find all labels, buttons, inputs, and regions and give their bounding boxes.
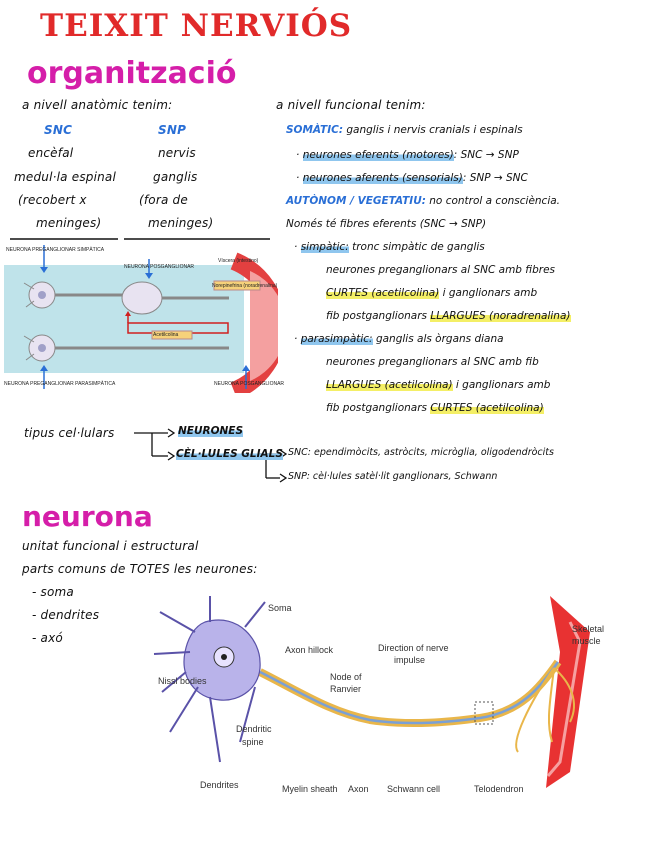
snc-item: encèfal (28, 146, 74, 160)
label-node-ranvier-2: Ranvier (330, 684, 362, 694)
parasimpatic-label: parasimpàtic: (300, 333, 373, 345)
snp-label: SNP (158, 123, 187, 137)
somatic-text: ganglis i nervis cranials i espinals (346, 124, 523, 136)
snc-item: medul·la espinal (14, 170, 117, 184)
autonom-text: no control a consciència. (429, 195, 561, 207)
label-skeletal-2: muscle (572, 636, 601, 646)
cell-types-label: tipus cel·lulars (24, 426, 115, 440)
eferents-rest: : SNC → SNP (453, 149, 519, 161)
simpatic-line: · simpàtic: tronc simpàtic de ganglis (294, 241, 485, 253)
fig-label: Acetilcolina (153, 332, 179, 338)
snp-item: (fora de (139, 193, 188, 207)
simpatic-llargues: LLARGUES (noradrenalina) (430, 310, 571, 322)
neuron-part: - axó (32, 631, 63, 645)
simpatic-curtes: CURTES (acetilcolina) (326, 287, 440, 299)
neuron-part: - soma (32, 585, 74, 599)
somatic-label: SOMÀTIC: (286, 124, 344, 136)
aferents-highlight: neurones aferents (sensorials) (302, 172, 463, 184)
snc-item: (recobert x (18, 193, 87, 207)
simpatic-text: tronc simpàtic de ganglis (352, 241, 485, 253)
aferents-rest: : SNP → SNC (462, 172, 528, 184)
parasimpatic-line3: LLARGUES (acetilcolina) i ganglionars am… (326, 379, 550, 391)
eferents-line: · neurones eferents (motores): SNC → SNP (296, 149, 519, 161)
label-dendrites: Dendrites (200, 780, 239, 790)
fig-label: NEURONA POSGANGLIONAR (124, 264, 195, 270)
label-nissl: Nissl bodies (158, 676, 207, 686)
glia-label: CÈL·LULES GLIALS (176, 448, 283, 460)
label-skeletal-1: Skeletal (572, 624, 605, 634)
autonom-line2: Només té fibres eferents (SNC → SNP) (286, 218, 487, 230)
parasimpatic-rest: i ganglionars amb (455, 379, 551, 391)
label-dendritic-2: spine (242, 737, 264, 747)
parasimpatic-fib: fib postganglionars (326, 402, 428, 414)
neuron-line1: unitat funcional i estructural (22, 539, 199, 553)
parasimpatic-curtes: CURTES (acetilcolina) (430, 402, 544, 414)
autonom-line: AUTÒNOM / VEGETATIU: no control a consci… (286, 195, 560, 207)
snp-item: meninges) (148, 216, 214, 230)
label-dendritic-1: Dendritic (236, 724, 272, 734)
label-telodendron: Telodendron (474, 784, 524, 794)
fig-label: NEURONA PREGANGLIONAR PARASIMPÀTICA (4, 381, 116, 387)
simpatic-rest: i ganglionars amb (442, 287, 538, 299)
label-soma: Soma (268, 603, 292, 613)
anatomic-heading: a nivell anatòmic tenim: (22, 98, 173, 112)
neuron-line2: parts comuns de TOTES les neurones: (22, 562, 258, 576)
parasimpatic-text: ganglis als òrgans diana (375, 333, 504, 345)
snp-glia: SNP: cèl·lules satèl·lit ganglionars, Sc… (288, 471, 498, 482)
section-heading-organitzacio: organització (27, 56, 237, 91)
label-schwann: Schwann cell (387, 784, 441, 794)
simpatic-line3: CURTES (acetilcolina) i ganglionars amb (326, 287, 537, 299)
autonom-label: AUTÒNOM / VEGETATIU: (286, 195, 426, 207)
simpatic-fib: fib postganglionars (326, 310, 428, 322)
section-heading-neurona: neurona (22, 500, 153, 533)
neurones-label: NEURONES (178, 425, 244, 437)
fig-label: NEURONA POSGANGLIONAR (214, 381, 285, 387)
label-myelin: Myelin sheath (282, 784, 338, 794)
snp-item: ganglis (153, 170, 198, 184)
simpatic-line4: fib postganglionars LLARGUES (noradrenal… (326, 310, 571, 322)
snc-label: SNC (44, 123, 73, 137)
page-title: TEIXIT NERVIÓS (40, 8, 353, 44)
snc-glia: SNC: ependimòcits, astròcits, micròglia,… (288, 447, 554, 458)
fig-label: Norepinefrina (noradrenalina) (212, 283, 278, 289)
parasimpatic-line4: fib postganglionars CURTES (acetilcolina… (326, 402, 544, 414)
eferents-highlight: neurones eferents (motores) (302, 149, 454, 161)
parasimpatic-llargues: LLARGUES (acetilcolina) (326, 379, 453, 391)
functional-heading: a nivell funcional tenim: (276, 98, 426, 112)
neuron-part: - dendrites (32, 608, 100, 622)
snp-item: nervis (158, 146, 196, 160)
somatic-line: SOMÀTIC: ganglis i nervis cranials i esp… (286, 124, 523, 136)
simpatic-label: simpàtic: (300, 241, 349, 253)
autonomic-diagram (4, 243, 278, 393)
parasimpatic-line2: neurones preganglionars al SNC amb fib (326, 356, 539, 368)
label-direction-2: impulse (394, 655, 426, 665)
label-axon-hillock: Axon hillock (285, 645, 334, 655)
fig-label: Víscera (intestino) (218, 258, 259, 264)
simpatic-line2: neurones preganglionars al SNC amb fibre… (326, 264, 556, 276)
fig-label: NEURONA PREGANGLIONAR SIMPÀTICA (6, 247, 105, 253)
aferents-line: · neurones aferents (sensorials): SNP → … (296, 172, 528, 184)
snc-item: meninges) (36, 216, 102, 230)
neuron-diagram (153, 596, 590, 788)
label-node-ranvier-1: Node of (330, 672, 362, 682)
parasimpatic-line: · parasimpàtic: ganglis als òrgans diana (294, 333, 504, 345)
label-axon: Axon (348, 784, 369, 794)
label-direction-1: Direction of nerve (378, 643, 449, 653)
